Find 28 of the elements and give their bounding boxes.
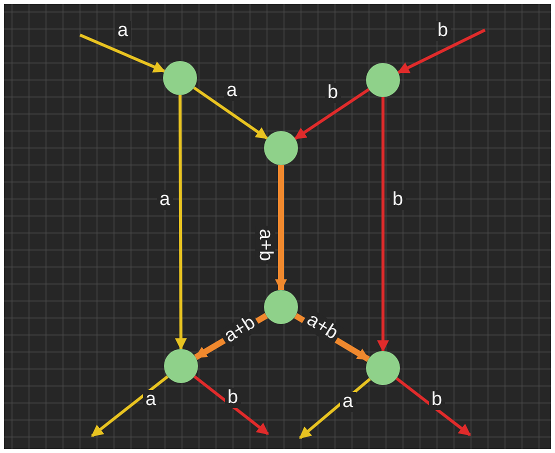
node-circle bbox=[163, 61, 197, 95]
node-circle bbox=[366, 351, 400, 385]
arrow bbox=[79, 34, 166, 73]
arrow bbox=[299, 378, 371, 440]
edge-label: b bbox=[224, 388, 242, 408]
node-circle bbox=[264, 131, 298, 165]
edge-label: a bbox=[340, 392, 356, 412]
edge-label: a+b bbox=[255, 226, 276, 264]
node-circle bbox=[264, 290, 298, 324]
edge-label: a bbox=[114, 21, 132, 41]
node-circle bbox=[164, 349, 198, 383]
edge-label: a bbox=[224, 81, 240, 101]
edge-label: b bbox=[428, 390, 446, 410]
arrow bbox=[294, 88, 370, 140]
edge-label: b bbox=[434, 21, 452, 41]
arrow bbox=[377, 97, 389, 352]
arrow bbox=[193, 375, 269, 436]
arrow bbox=[193, 86, 268, 140]
edge-label: a bbox=[156, 190, 174, 210]
edge-label: a bbox=[142, 390, 160, 410]
node-circle bbox=[366, 63, 400, 97]
arrow bbox=[396, 377, 471, 436]
edge-label: b bbox=[390, 190, 406, 210]
arrow bbox=[91, 375, 169, 438]
arrow bbox=[275, 165, 287, 292]
edge-label: b bbox=[324, 83, 342, 103]
arrow bbox=[397, 28, 486, 74]
arrow bbox=[174, 95, 187, 350]
